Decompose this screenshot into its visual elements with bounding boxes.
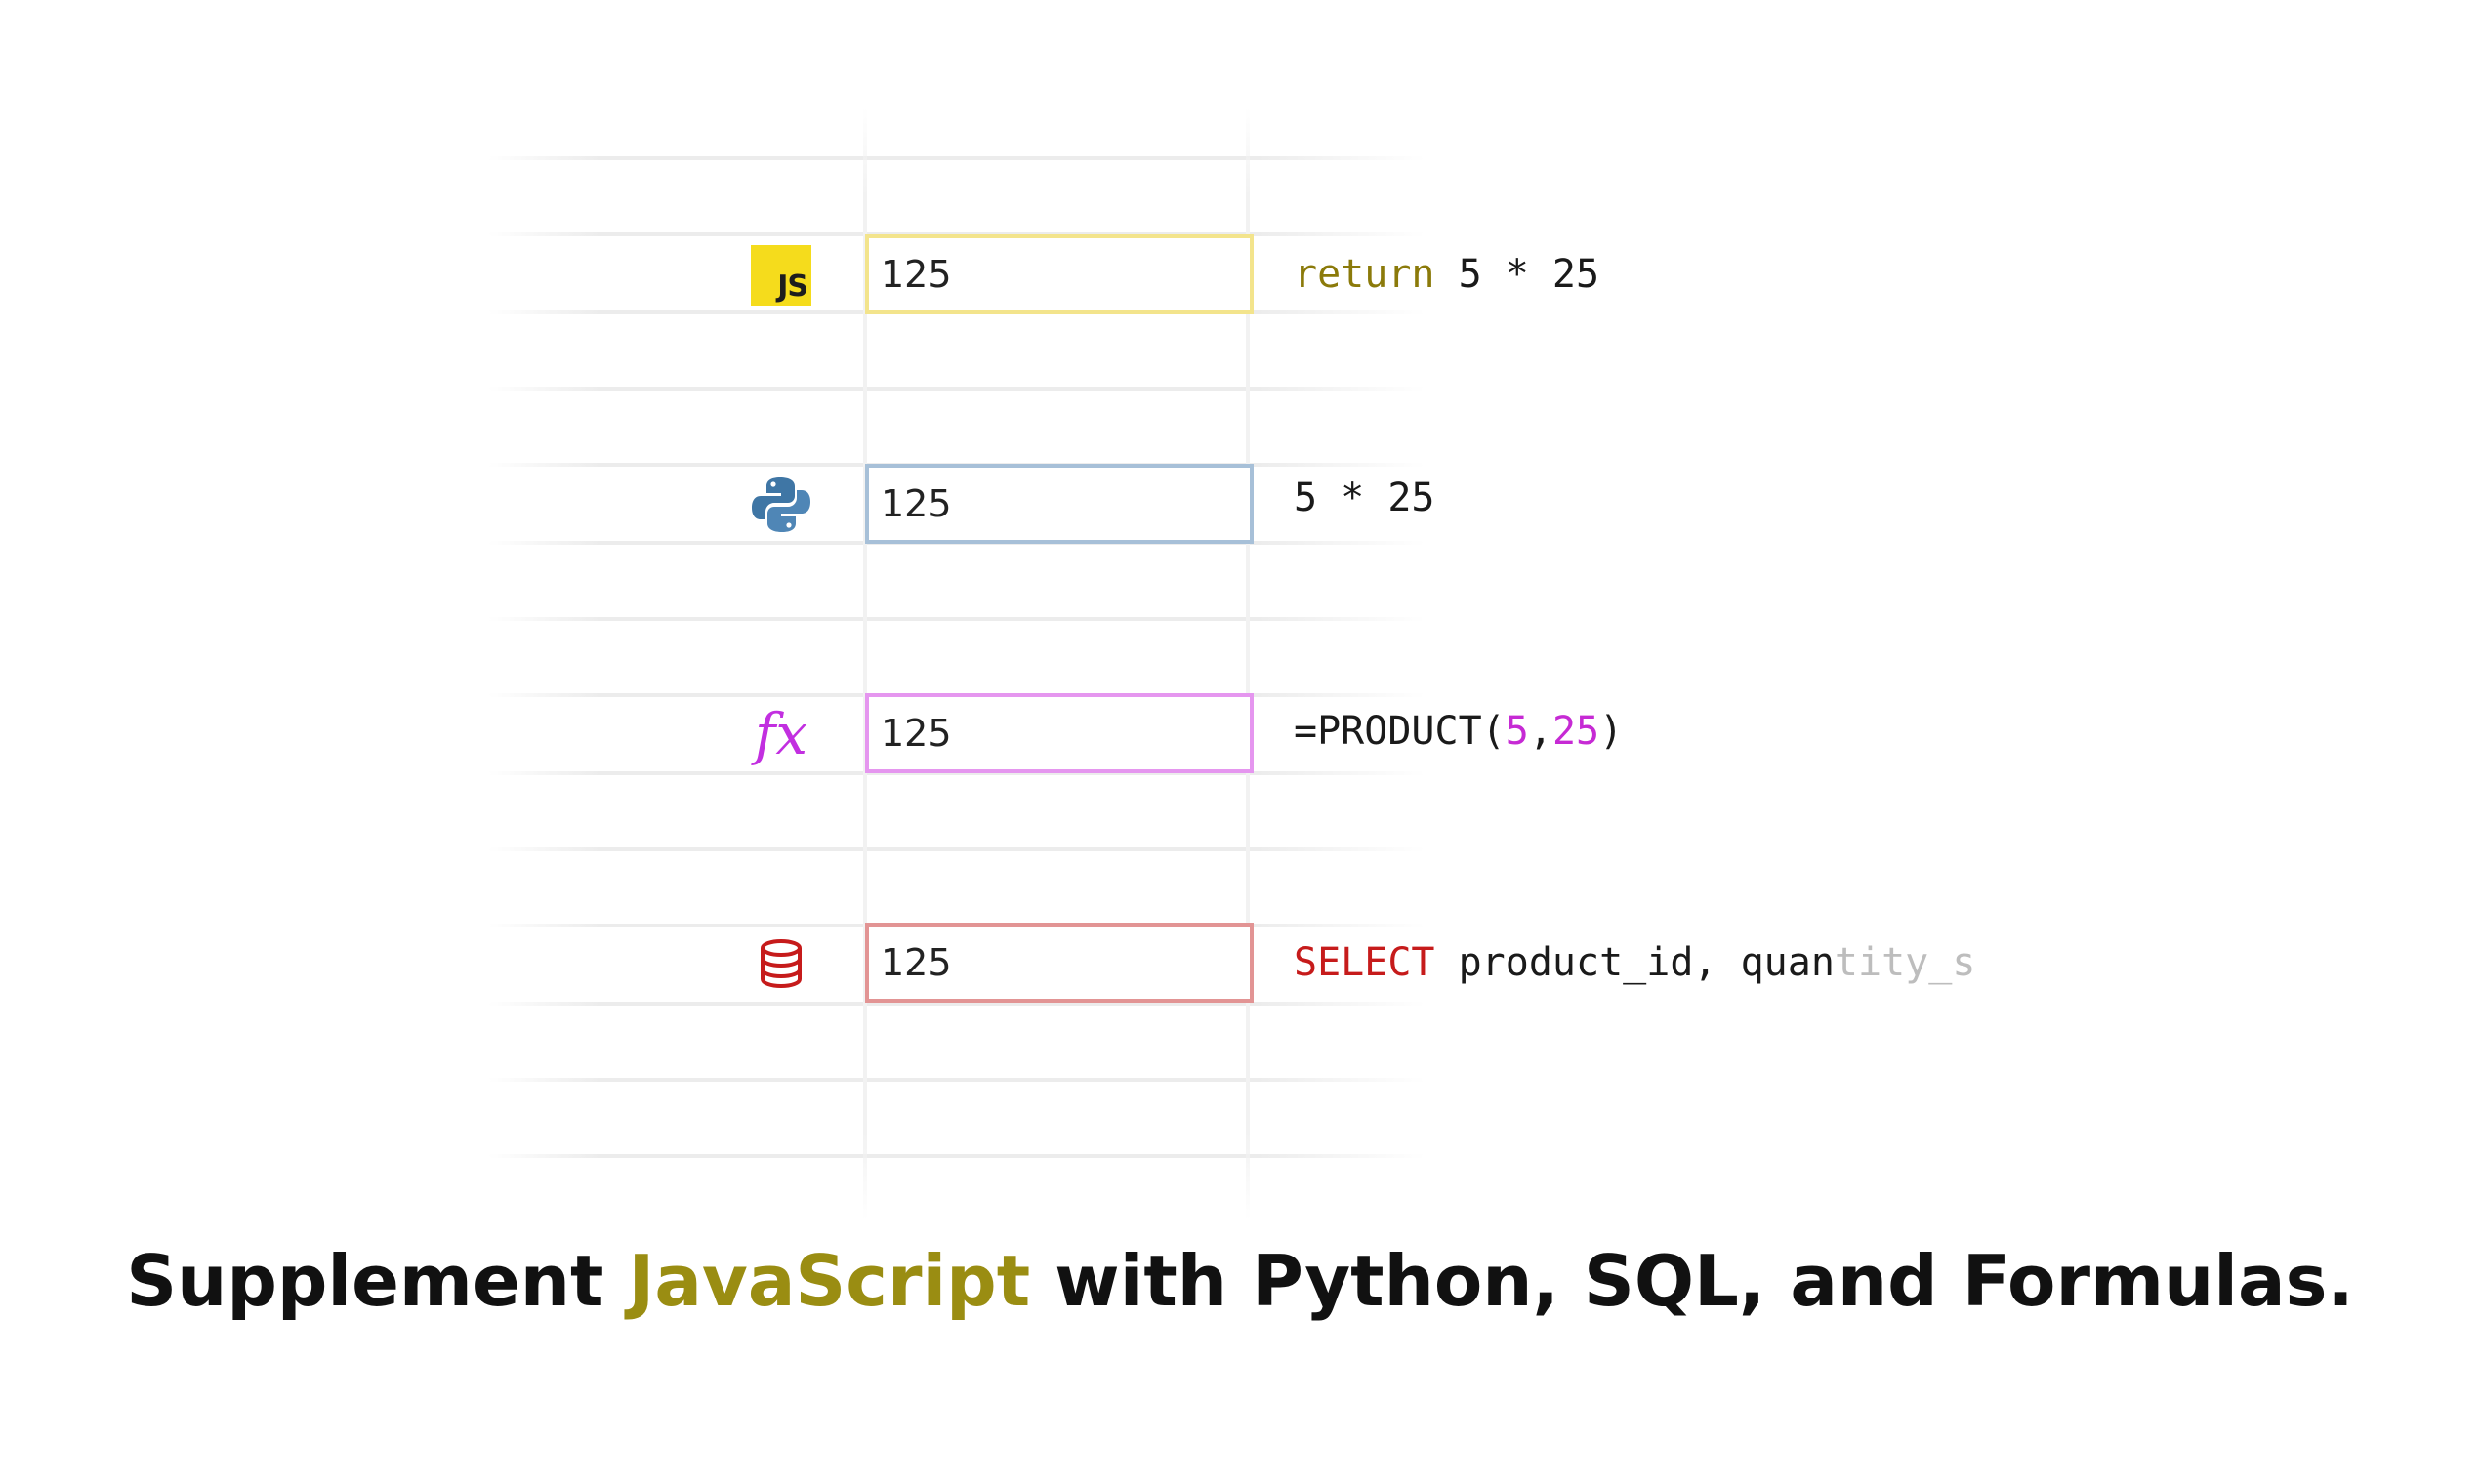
code-keyword: return	[1294, 252, 1435, 297]
sql-columns-faded: tity_s	[1834, 940, 1976, 985]
cell-javascript[interactable]: 125	[865, 234, 1254, 314]
js-badge: JS	[751, 245, 811, 306]
grid-line	[488, 1078, 1426, 1082]
row-javascript: JS 125 return 5 * 25	[0, 234, 2480, 314]
grid-line	[488, 1002, 1426, 1006]
cell-formula[interactable]: 125	[865, 693, 1254, 773]
sql-columns: product_id, quan	[1434, 940, 1835, 985]
grid-line	[488, 387, 1426, 391]
python-icon	[750, 474, 812, 536]
code-formula[interactable]: =PRODUCT(5,25)	[1294, 691, 1623, 771]
headline-part2: with Python, SQL, and Formulas.	[1030, 1240, 2354, 1322]
database-glyph	[761, 939, 802, 989]
formula-suffix: )	[1599, 709, 1624, 754]
cell-python[interactable]: 125	[865, 464, 1254, 544]
code-sql[interactable]: SELECT product_id, quantity_s	[1294, 923, 1975, 1003]
grid-line	[488, 1154, 1426, 1158]
headline-highlight: JavaScript	[628, 1240, 1031, 1322]
python-logo	[752, 477, 810, 532]
cell-sql[interactable]: 125	[865, 923, 1254, 1003]
row-sql: 125 SELECT product_id, quantity_s	[0, 923, 2480, 1003]
headline-part1: Supplement	[126, 1240, 629, 1322]
database-icon	[750, 932, 812, 995]
grid-line	[488, 847, 1426, 851]
fx-glyph: fx	[754, 701, 808, 767]
row-formula: fx 125 =PRODUCT(5,25)	[0, 691, 2480, 773]
grid-column-line	[863, 107, 867, 1220]
formula-separator: ,	[1528, 709, 1552, 754]
grid-line	[488, 771, 1426, 775]
grid-line	[488, 156, 1426, 160]
code-python[interactable]: 5 * 25	[1294, 475, 1435, 520]
row-python: 125 5 * 25	[0, 464, 2480, 544]
javascript-icon: JS	[750, 244, 812, 307]
formula-arg: 5	[1505, 709, 1529, 754]
grid-column-line	[1246, 107, 1250, 1220]
code-expression: 5 * 25	[1434, 252, 1600, 297]
formula-arg: 25	[1551, 709, 1600, 754]
formula-prefix: =PRODUCT(	[1294, 709, 1506, 754]
sql-keyword: SELECT	[1294, 940, 1435, 985]
code-javascript[interactable]: return 5 * 25	[1294, 234, 1599, 314]
headline: Supplement JavaScript with Python, SQL, …	[0, 1240, 2480, 1322]
grid-line	[488, 617, 1426, 621]
formula-icon: fx	[750, 703, 812, 765]
